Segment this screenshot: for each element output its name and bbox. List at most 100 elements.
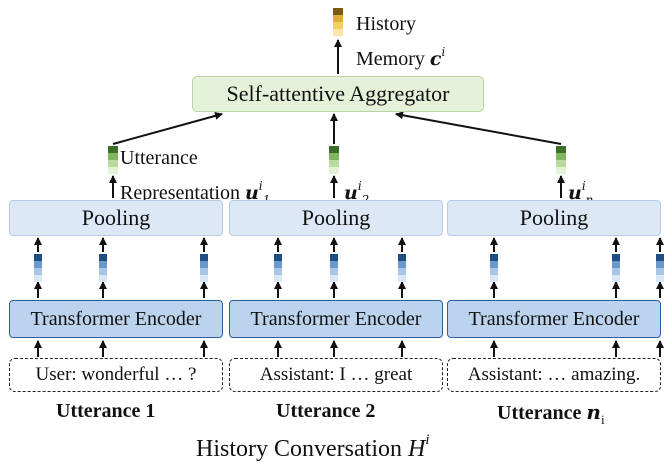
token-vector-3-1-cell	[490, 268, 498, 275]
token-vector-2-2-cell	[330, 254, 338, 261]
utterance-representation-vector-2-cell	[329, 167, 339, 174]
representation-symbol-2-wrap: ui2	[344, 174, 369, 212]
utterance-representation-vector-3-cell	[556, 146, 566, 153]
memory-symbol-base: c	[429, 48, 442, 70]
token-vector-3-1	[490, 254, 498, 282]
token-vector-3-3	[656, 254, 664, 282]
token-vector-1-3	[200, 254, 208, 282]
utterance-representation-vector-2	[329, 146, 339, 174]
token-vector-2-3-cell	[398, 261, 406, 268]
figure-title-symbol: H	[407, 436, 426, 462]
rep-symbol-3-sub-text: n	[586, 193, 594, 207]
transformer-encoder-box-2: Transformer Encoder	[229, 300, 443, 338]
token-vector-2-1	[274, 254, 282, 282]
token-vector-1-2-cell	[99, 268, 107, 275]
memory-label-line2: Memory ci	[356, 40, 445, 71]
token-vector-1-3-cell	[200, 275, 208, 282]
representation-symbol-1: ui1	[244, 179, 271, 207]
utterance-representation-vector-2-cell	[329, 146, 339, 153]
history-memory-vector-cell	[333, 29, 343, 36]
rep-symbol-2-sup: i	[357, 179, 362, 193]
pooling-box-3: Pooling	[447, 200, 661, 236]
token-vector-1-3-cell	[200, 268, 208, 275]
token-vector-1-3-cell	[200, 254, 208, 261]
token-vector-2-1-cell	[274, 261, 282, 268]
token-vector-1-1-cell	[34, 261, 42, 268]
representation-symbol-2: ui2	[344, 179, 370, 207]
token-vector-2-2	[330, 254, 338, 282]
memory-symbol: ci	[429, 45, 446, 70]
token-vector-1-2-cell	[99, 275, 107, 282]
token-vector-3-3-cell	[656, 268, 664, 275]
figure-title: History Conversation Hi	[196, 432, 430, 463]
rep-symbol-1-sub: 1	[263, 193, 271, 207]
utterance-caption-3-sub: i	[600, 412, 605, 427]
token-vector-2-2-cell	[330, 275, 338, 282]
utterance-caption-1: Utterance 1	[56, 400, 156, 422]
transformer-encoder-box-3: Transformer Encoder	[447, 300, 661, 338]
token-vector-1-1-cell	[34, 254, 42, 261]
token-vector-1-2-cell	[99, 261, 107, 268]
figure-title-superscript: i	[425, 432, 430, 448]
rep-symbol-1-base: u	[244, 182, 259, 204]
token-vector-1-3-cell	[200, 261, 208, 268]
token-vector-2-2-cell	[330, 268, 338, 275]
memory-label-text: Memory	[356, 48, 425, 70]
utterance-caption-3: Utterance ni	[497, 400, 605, 428]
history-memory-vector-cell	[333, 22, 343, 29]
utterance-representation-vector-1-cell	[108, 167, 118, 174]
token-vector-3-3-cell	[656, 254, 664, 261]
rep-symbol-2-base: u	[344, 182, 358, 204]
token-vector-3-2-cell	[612, 275, 620, 282]
utterance-representation-label-line1: Utterance	[120, 147, 198, 169]
utterance-representation-vector-1	[108, 146, 118, 174]
utterance-representation-vector-3	[556, 146, 566, 174]
pooling-box-2: Pooling	[229, 200, 443, 236]
rep-symbol-3-sup: i	[581, 179, 586, 193]
token-vector-1-1-cell	[34, 275, 42, 282]
utterance-caption-3-var: n	[586, 400, 601, 424]
rep-symbol-3-base: u	[568, 182, 582, 204]
utterance-representation-vector-1-cell	[108, 153, 118, 160]
history-memory-vector-cell	[333, 8, 343, 15]
rep-symbol-1-sup: i	[258, 179, 263, 193]
token-vector-3-2-cell	[612, 268, 620, 275]
token-vector-2-3	[398, 254, 406, 282]
token-vector-1-2	[99, 254, 107, 282]
token-vector-1-1	[34, 254, 42, 282]
token-vector-3-2-cell	[612, 261, 620, 268]
self-attentive-aggregator-box: Self-attentive Aggregator	[192, 76, 484, 112]
token-vector-3-3-cell	[656, 261, 664, 268]
utterance-representation-vector-2-cell	[329, 153, 339, 160]
representation-label-text: Representation	[120, 182, 240, 204]
token-vector-3-1-cell	[490, 254, 498, 261]
utterance-representation-vector-1-cell	[108, 146, 118, 153]
utterance-representation-label-line2: Representation ui1	[120, 174, 270, 212]
arrow-representation-3-to-aggregator	[395, 111, 562, 145]
memory-symbol-sup: i	[441, 45, 446, 59]
pooling-box-1: Pooling	[9, 200, 223, 236]
utterance-caption-3-text: Utterance	[497, 402, 582, 424]
token-vector-3-1-cell	[490, 261, 498, 268]
transformer-encoder-box-1: Transformer Encoder	[9, 300, 223, 338]
utterance-representation-vector-2-cell	[329, 160, 339, 167]
utterance-input-box-3: Assistant: … amazing.	[447, 358, 661, 392]
token-vector-3-2-cell	[612, 254, 620, 261]
history-memory-vector	[333, 8, 343, 36]
token-vector-2-3-cell	[398, 254, 406, 261]
utterance-input-box-1: User: wonderful … ?	[9, 358, 223, 392]
utterance-representation-vector-3-cell	[556, 167, 566, 174]
rep-symbol-2-sub: 2	[362, 193, 370, 207]
history-memory-vector-cell	[333, 15, 343, 22]
token-vector-2-3-cell	[398, 275, 406, 282]
token-vector-3-2	[612, 254, 620, 282]
token-vector-2-1-cell	[274, 254, 282, 261]
utterance-caption-2: Utterance 2	[276, 400, 376, 422]
token-vector-1-2-cell	[99, 254, 107, 261]
token-vector-3-3-cell	[656, 275, 664, 282]
arrow-representation-1-to-aggregator	[112, 112, 223, 145]
token-vector-2-1-cell	[274, 275, 282, 282]
token-vector-2-2-cell	[330, 261, 338, 268]
